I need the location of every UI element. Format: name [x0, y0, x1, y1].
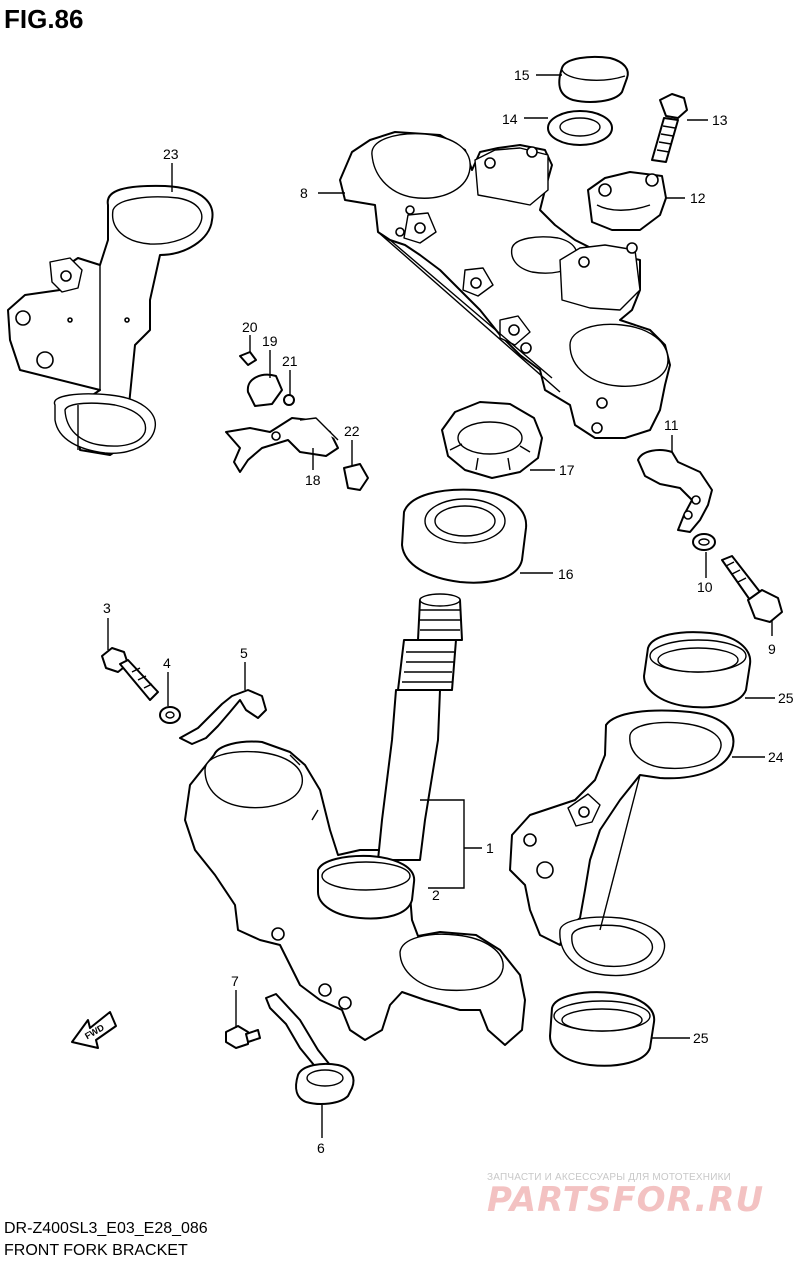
part-5-clip[interactable] [179, 689, 267, 745]
callout-1: 1 [486, 840, 494, 856]
callout-numbers: 1 2 3 4 5 6 7 8 9 10 11 12 13 14 15 16 1… [103, 67, 794, 1156]
callout-4: 4 [163, 655, 171, 671]
part-14-washer[interactable] [547, 110, 613, 146]
watermark-logo: PARTSFOR.RU [487, 1180, 765, 1220]
figure-title: FIG.86 [4, 4, 84, 34]
callout-24: 24 [768, 749, 784, 765]
part-12-handlebar-holder[interactable] [587, 171, 667, 231]
callout-20: 20 [242, 319, 258, 335]
callout-21: 21 [282, 353, 298, 369]
part-25-seal-lower[interactable] [549, 991, 656, 1067]
callout-10: 10 [697, 579, 713, 595]
part-1-stem-bracket[interactable] [184, 593, 526, 1046]
callout-14: 14 [502, 111, 518, 127]
part-15-cap[interactable] [558, 55, 629, 103]
part-21-washer[interactable] [283, 394, 295, 406]
callout-leaders [107, 74, 775, 1138]
part-19-cover[interactable] [246, 373, 283, 407]
callout-2: 2 [432, 887, 440, 903]
callout-15: 15 [514, 67, 530, 83]
part-23-bracket[interactable] [7, 184, 214, 456]
part-9-bolt[interactable] [721, 555, 783, 623]
callout-12: 12 [690, 190, 706, 206]
callout-5: 5 [240, 645, 248, 661]
part-11-clamp[interactable] [637, 449, 713, 533]
callout-17: 17 [559, 462, 575, 478]
diagram-name: FRONT FORK BRACKET [4, 1242, 188, 1259]
part-10-washer[interactable] [692, 533, 716, 551]
part-24-bracket[interactable] [509, 709, 735, 977]
callout-25-lower: 25 [693, 1030, 709, 1046]
part-16-bearing[interactable] [401, 488, 528, 584]
callout-16: 16 [558, 566, 574, 582]
callout-13: 13 [712, 112, 728, 128]
callout-18: 18 [305, 472, 321, 488]
callout-25-upper: 25 [778, 690, 794, 706]
callout-22: 22 [344, 423, 360, 439]
part-4-washer[interactable] [159, 706, 181, 724]
callout-9: 9 [768, 641, 776, 657]
fwd-arrow-icon: FWD [71, 1011, 117, 1049]
watermark-tagline: ЗАПЧАСТИ И АКСЕССУАРЫ ДЛЯ МОТОТЕХНИКИ [487, 1172, 732, 1183]
callout-8: 8 [300, 185, 308, 201]
part-25-seal-upper[interactable] [643, 631, 752, 709]
part-18-switch[interactable] [225, 417, 339, 473]
part-7-bolt[interactable] [225, 1025, 261, 1049]
callout-6: 6 [317, 1140, 325, 1156]
callout-11: 11 [664, 417, 679, 433]
callout-23: 23 [163, 146, 179, 162]
callout-19: 19 [262, 333, 278, 349]
part-20-screw[interactable] [239, 351, 257, 366]
part-3-bolt[interactable] [101, 647, 159, 701]
part-17-nut[interactable] [441, 401, 543, 479]
diagram-code: DR-Z400SL3_E03_E28_086 [4, 1220, 208, 1237]
part-6-grommet[interactable] [265, 993, 355, 1105]
part-8-upper-bracket[interactable] [339, 131, 671, 439]
callout-3: 3 [103, 600, 111, 616]
callout-7: 7 [231, 973, 239, 989]
part-22-cap[interactable] [343, 463, 369, 491]
part-13-bolt[interactable] [651, 93, 688, 163]
